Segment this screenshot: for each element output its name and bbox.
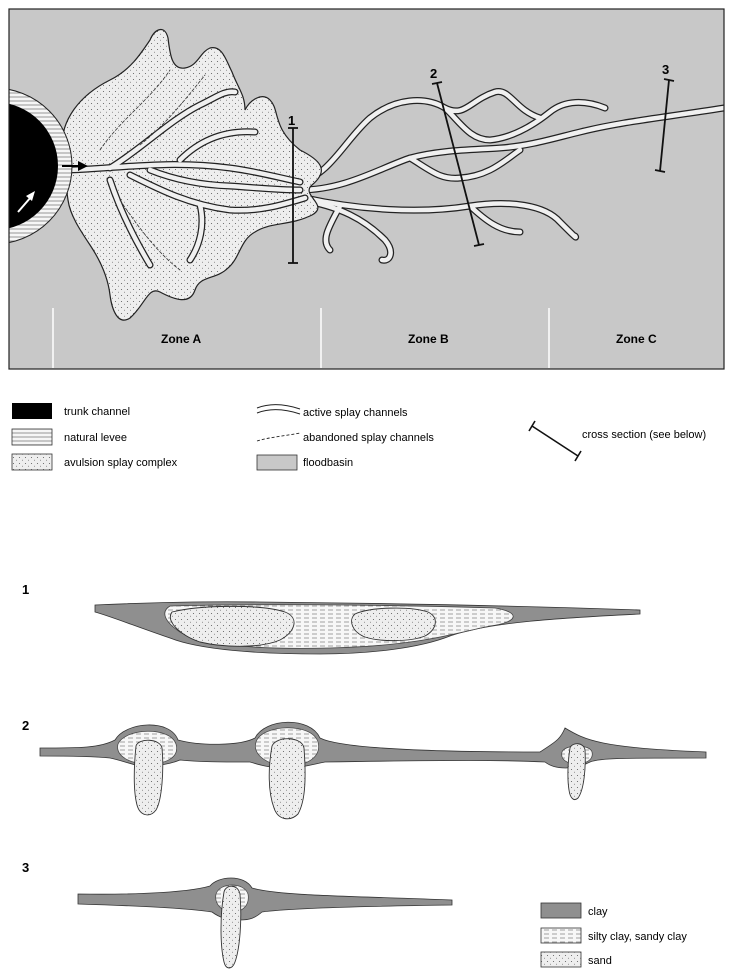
legend-active-channels-label: active splay channels: [303, 407, 408, 419]
zone-a-label: Zone A: [161, 332, 202, 346]
map-legend: trunk channel natural levee avulsion spl…: [12, 403, 706, 470]
legend-levee-label: natural levee: [64, 432, 127, 444]
section-label-3: 3: [22, 860, 29, 875]
legend-floodbasin-label: floodbasin: [303, 457, 353, 469]
marker-label-2: 2: [430, 66, 437, 81]
section-label-1: 1: [22, 582, 29, 597]
section-label-2: 2: [22, 718, 29, 733]
section-legend-swatch-sand: [541, 952, 581, 967]
section-legend-clay-label: clay: [588, 906, 608, 918]
legend-swatch-floodbasin: [257, 455, 297, 470]
section-legend-sand-label: sand: [588, 955, 612, 967]
legend-active-channel-symbol: [257, 405, 300, 414]
section-2-sand-body-2: [269, 739, 305, 819]
section-legend: clay silty clay, sandy clay sand: [541, 903, 687, 967]
section-3-sand-body: [221, 886, 241, 968]
section-legend-swatch-clay: [541, 903, 581, 918]
zone-b-label: Zone B: [408, 332, 449, 346]
legend-trunk-label: trunk channel: [64, 406, 130, 418]
section-2-sand-body-1: [134, 740, 163, 815]
cross-section-2: 2: [22, 718, 706, 819]
marker-label-1: 1: [288, 113, 295, 128]
legend-abandoned-channels-label: abandoned splay channels: [303, 432, 434, 444]
legend-swatch-levee: [12, 429, 52, 445]
legend-swatch-splay: [12, 454, 52, 470]
section-legend-silty-clay-label: silty clay, sandy clay: [588, 931, 687, 943]
zone-c-label: Zone C: [616, 332, 657, 346]
cross-section-3: 3: [22, 860, 452, 968]
plan-view-map: 1 2 3 Zone A Zone B Zone C: [0, 9, 724, 369]
section-legend-swatch-silty-clay: [541, 928, 581, 943]
section-1-sand-body-2: [352, 608, 436, 641]
marker-label-3: 3: [662, 62, 669, 77]
legend-swatch-trunk: [12, 403, 52, 419]
section-2-sand-body-3: [568, 744, 585, 800]
section-3-clay: [78, 878, 452, 920]
legend-cross-section-symbol: [529, 421, 581, 461]
legend-abandoned-channel-symbol: [257, 433, 300, 441]
legend-splay-label: avulsion splay complex: [64, 457, 178, 469]
legend-cross-section-label: cross section (see below): [582, 429, 706, 441]
cross-section-1: 1: [22, 582, 640, 654]
